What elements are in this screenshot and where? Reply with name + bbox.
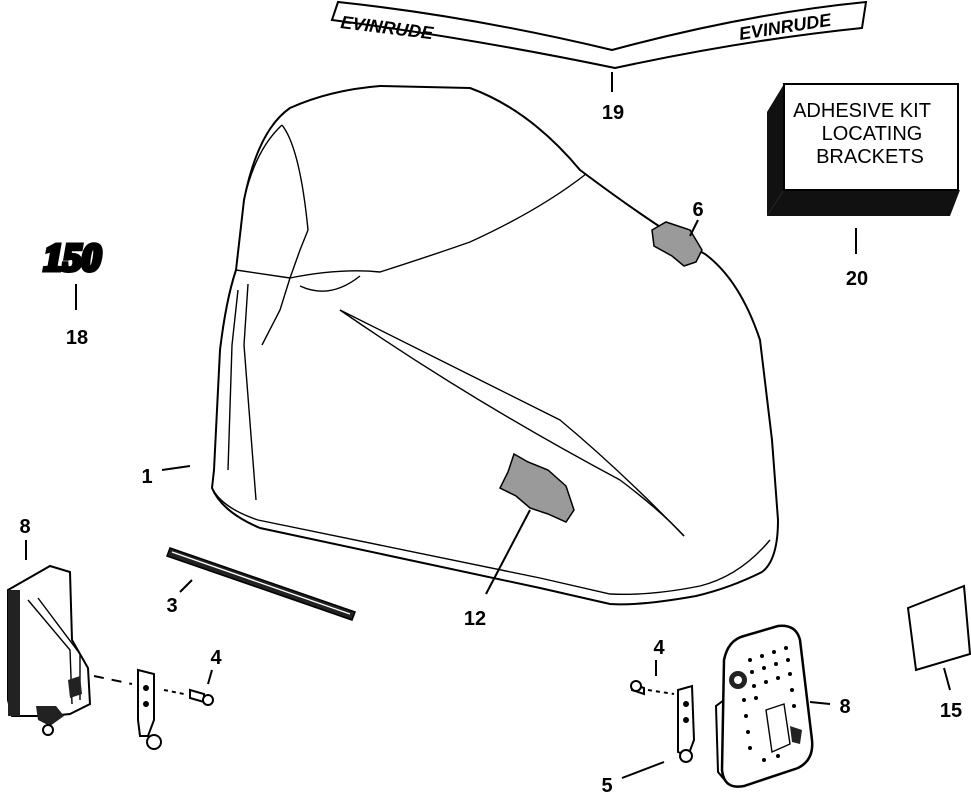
callout-1: 1 <box>141 466 152 488</box>
callout-3: 3 <box>166 595 177 617</box>
callout-19: 19 <box>602 102 624 124</box>
kit-line-2: LOCATING <box>822 123 923 145</box>
bracket-left-part-8 <box>7 564 92 736</box>
badge-part-18: 150 150 <box>42 235 104 282</box>
pad-part-15 <box>906 584 971 672</box>
badge-150: 150 <box>44 237 101 279</box>
leader-15 <box>943 667 951 691</box>
clip-left-part-5 <box>137 668 162 750</box>
screw-right-part-4 <box>630 680 675 696</box>
bracket-right-part-8 <box>714 624 814 788</box>
leader-12 <box>485 509 531 595</box>
clip-right-part-5 <box>677 684 696 763</box>
kit-line-3: BRACKETS <box>816 146 924 168</box>
callout-4-left: 4 <box>210 647 222 669</box>
leader-5 <box>621 761 665 779</box>
callout-15: 15 <box>940 700 962 722</box>
leader-3 <box>179 579 193 593</box>
callout-18: 18 <box>66 327 88 349</box>
callout-20: 20 <box>846 268 868 290</box>
kit-line-1: ADHESIVE KIT <box>793 100 931 122</box>
seal-strip-part-3 <box>166 547 356 621</box>
screw-left-part-4 <box>163 688 214 706</box>
adhesive-patch-part-12 <box>498 452 575 523</box>
dashed-link-left <box>93 675 133 685</box>
callout-8-right: 8 <box>839 696 850 718</box>
adhesive-patch-part-6 <box>651 221 703 267</box>
leader-8-right <box>809 701 831 705</box>
adhesive-kit-box-part-20: ADHESIVE KIT LOCATING BRACKETS <box>767 83 960 216</box>
callout-12: 12 <box>464 608 486 630</box>
callout-6: 6 <box>692 199 703 221</box>
callout-8-left: 8 <box>19 516 30 538</box>
leader-6 <box>689 219 699 237</box>
callout-5: 5 <box>601 775 612 794</box>
svg-text:150: 150 <box>44 237 101 279</box>
leader-4-left <box>207 669 213 685</box>
decal-strip-part-19: EVINRUDE EVINRUDE <box>330 0 868 70</box>
leader-1 <box>161 465 191 471</box>
callout-4-right: 4 <box>653 637 665 659</box>
engine-cover-part-1 <box>210 84 780 606</box>
